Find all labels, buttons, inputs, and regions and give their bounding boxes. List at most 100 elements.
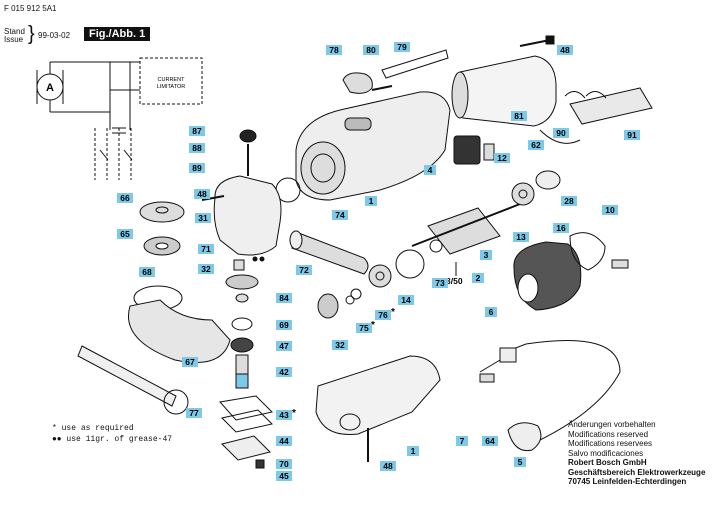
callout-4: 4 <box>428 165 433 175</box>
callout-77: 77 <box>189 408 199 418</box>
footer-line3: Modifications reservees <box>568 439 653 448</box>
spanner <box>77 345 177 407</box>
motor-label: A <box>46 82 54 94</box>
limiter-line2: LIMITATOR <box>157 84 185 90</box>
footer-block: Änderungen vorbehalten Modifications res… <box>568 420 705 487</box>
figure-title: Fig./Abb. 1 <box>84 27 151 41</box>
callout-87: 87 <box>192 126 202 136</box>
asterisk-75: * <box>371 320 375 331</box>
callout-69: 69 <box>279 320 289 330</box>
callout-48-mid: 48 <box>197 189 207 199</box>
bearing-14 <box>368 264 392 288</box>
cap-87 <box>239 129 257 143</box>
callout-64: 64 <box>485 436 495 446</box>
plug <box>507 422 542 452</box>
callout-71: 71 <box>201 244 211 254</box>
switch-rod <box>381 49 449 79</box>
issue-label: Issue <box>4 35 24 44</box>
limiter-line1: CURRENT <box>158 77 186 83</box>
grease-text: use 11gr. of grease-47 <box>66 435 173 444</box>
callout-12: 12 <box>497 153 507 163</box>
note-grease: ●● use 11gr. of grease-47 <box>52 435 172 444</box>
callout-72: 72 <box>299 265 309 275</box>
spring <box>371 85 393 91</box>
callout-32-bottom: 32 <box>335 340 345 350</box>
callout-62: 62 <box>531 140 541 150</box>
callout-73: 73 <box>435 278 445 288</box>
callout-48-bottom: 48 <box>383 461 393 471</box>
callout-81: 81 <box>514 111 524 121</box>
callout-48-top: 48 <box>560 45 570 55</box>
asterisk-76: * <box>391 307 395 318</box>
callout-80: 80 <box>366 45 376 55</box>
callout-45: 45 <box>279 471 289 481</box>
clamp-nut <box>139 201 185 223</box>
gear-head <box>213 175 282 256</box>
motor-cover <box>453 55 557 127</box>
note-required: * use as required <box>52 424 134 433</box>
limiter-box <box>139 57 203 105</box>
grease-dot-b <box>259 256 265 262</box>
callout-79: 79 <box>397 42 407 52</box>
callout-7: 7 <box>460 436 465 446</box>
switch-knob <box>342 72 373 94</box>
ring-73 <box>395 249 425 279</box>
brush-holder <box>453 135 481 165</box>
wheel-guard <box>128 299 231 363</box>
asterisk-43: * <box>292 408 296 419</box>
callout-65: 65 <box>120 229 130 239</box>
wiring-schematic <box>36 57 203 180</box>
callout-2: 2 <box>476 273 481 283</box>
required-symbol: * <box>52 424 57 433</box>
footer-line4: Salvo modificaciones <box>568 448 644 458</box>
footer-line1: Änderungen vorbehalten <box>568 420 656 429</box>
plate-44 <box>221 435 271 461</box>
callout-13: 13 <box>516 232 526 242</box>
callout-91: 91 <box>627 130 637 140</box>
required-text: use as required <box>61 424 134 433</box>
tick-label: 3/50 <box>446 276 463 286</box>
switch-body <box>569 87 653 125</box>
callout-66: 66 <box>120 193 130 203</box>
gear-32b <box>317 293 339 319</box>
callout-76: 76 <box>378 310 388 320</box>
callout-42: 42 <box>279 367 289 377</box>
power-cable <box>499 340 621 447</box>
grease-dot-a <box>252 256 258 262</box>
callout-5: 5 <box>518 457 523 467</box>
brush-plate <box>569 232 606 271</box>
callout-47: 47 <box>279 341 289 351</box>
callout-32-top: 32 <box>201 264 211 274</box>
callout-6: 6 <box>489 307 494 317</box>
gear-32 <box>225 274 259 290</box>
callout-1-top: 1 <box>369 196 374 206</box>
footer-company: Robert Bosch GmbH <box>568 458 647 467</box>
bearing-28 <box>535 170 561 190</box>
callout-75: 75 <box>359 323 369 333</box>
footer-division: Geschäftsbereich Elektrowerkzeuge <box>568 467 706 477</box>
callout-89: 89 <box>192 163 202 173</box>
callout-43: 43 <box>279 410 289 420</box>
brace: } <box>28 23 35 45</box>
callout-3: 3 <box>484 250 489 260</box>
callout-67: 67 <box>185 357 195 367</box>
callout-90: 90 <box>556 128 566 138</box>
grease-symbol: ●● <box>52 435 62 444</box>
bearing-13 <box>511 182 535 206</box>
callout-70: 70 <box>279 459 289 469</box>
footer-address: 70745 Leinfelden-Echterdingen <box>568 477 687 486</box>
callout-44: 44 <box>279 436 289 446</box>
callout-78: 78 <box>329 45 339 55</box>
callout-10: 10 <box>605 205 615 215</box>
part-number: F 015 912 5A1 <box>4 4 57 13</box>
callout-1-bottom: 1 <box>411 446 416 456</box>
lower-housing <box>315 355 441 436</box>
callout-28: 28 <box>564 196 574 206</box>
armature <box>427 207 501 255</box>
callout-14: 14 <box>401 295 411 305</box>
callout-31: 31 <box>198 213 208 223</box>
callout-84: 84 <box>279 293 289 303</box>
callout-74: 74 <box>335 210 345 220</box>
stand-label: Stand <box>4 27 25 36</box>
